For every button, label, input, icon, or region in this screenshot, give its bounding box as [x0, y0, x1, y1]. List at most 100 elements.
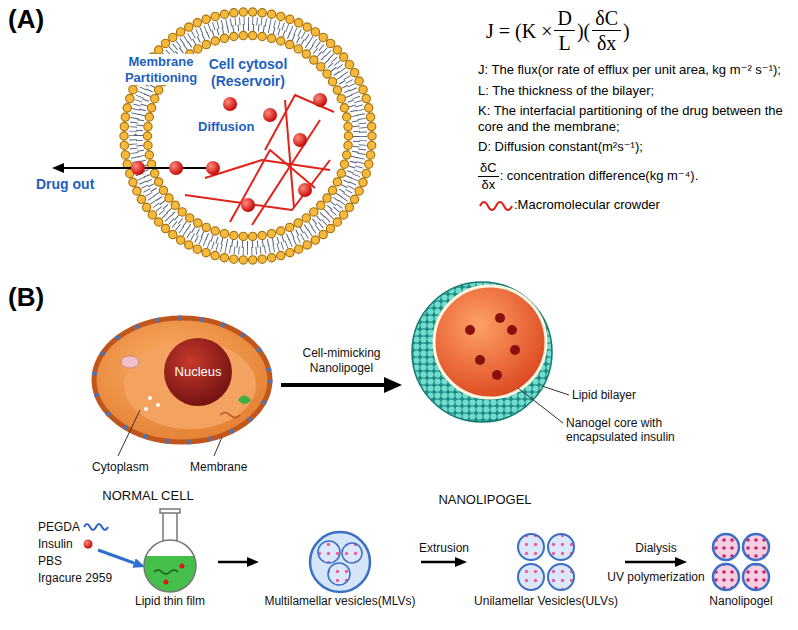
mlv-inner — [342, 543, 362, 563]
fraction-denominator: L — [556, 31, 574, 55]
legend-text: :Macromolecular crowder — [514, 197, 660, 212]
equation-slot: ) — [623, 19, 630, 43]
arrow-connector — [218, 561, 247, 564]
node-text: Lipid thin film — [125, 594, 215, 608]
insulin-sample — [84, 540, 93, 549]
drug-molecules — [131, 93, 327, 212]
organelle — [121, 356, 139, 368]
nucleus: Nucleus — [164, 338, 232, 406]
step-label: UV polymerization — [604, 570, 708, 584]
ingredient-label: Irgacure 2959 — [38, 571, 112, 585]
drug-dot — [223, 97, 237, 111]
legend-sample — [478, 199, 514, 213]
equation-term: δx — [597, 31, 616, 55]
definition-fraction: δC δx — [478, 160, 499, 192]
fraction-numerator: D — [554, 6, 574, 31]
equation-slot: )( — [577, 19, 590, 43]
ingredient-label: PBS — [38, 554, 62, 568]
definition-slot: K: The interfacial partitioning of the d… — [478, 103, 792, 134]
ingredient-label: PEGDA — [38, 520, 80, 534]
vesicle-dot — [156, 403, 160, 407]
node-text: NANOLIPOGEL — [405, 492, 565, 508]
normal-cell-illustration — [94, 318, 270, 456]
er-squiggle — [220, 413, 240, 418]
nanogel-core — [434, 286, 546, 398]
equation-slot: J = (K × — [486, 19, 552, 43]
crowder-chain — [285, 100, 294, 208]
callout-label: Nanogel core with encapsulated insulin — [566, 416, 691, 445]
insulin-dot — [510, 345, 520, 355]
insulin-dot — [495, 313, 505, 323]
equation-term: J = (K × — [486, 19, 552, 43]
pegda-sample — [84, 524, 108, 530]
leader-line — [118, 410, 140, 456]
arrow-connector — [421, 561, 455, 564]
insulin-dot — [475, 355, 485, 365]
edge-label: Extrusion — [419, 541, 469, 555]
organelle — [238, 396, 251, 405]
ulv — [518, 534, 544, 560]
crowder-chain — [205, 160, 330, 178]
insulin-dot — [180, 564, 185, 569]
ulv — [518, 564, 544, 590]
mlv-illustration — [310, 532, 370, 592]
definition-list: J: The flux(or rate of efflux per unit a… — [478, 62, 792, 219]
definition-slot: : concentration difference(kg m⁻⁴). — [500, 168, 699, 184]
drug-dot — [206, 161, 220, 175]
definition-text: K: The interfacial partitioning of the d… — [478, 103, 792, 134]
normal-cell: NORMAL CELLNucleus — [88, 312, 278, 508]
arrow-connector — [625, 561, 675, 564]
node-text: Unilamellar Vesicles(ULVs) — [470, 594, 622, 608]
legend-row: :Macromolecular crowder — [478, 197, 792, 214]
insulin-dot — [465, 325, 475, 335]
equation-fraction: D L — [554, 6, 574, 55]
crowder-chain — [185, 160, 330, 210]
lipid-film-flask: Lipid thin film — [125, 505, 215, 613]
insulin-dot — [164, 580, 169, 585]
insulin-dot — [492, 370, 502, 380]
insulin-dots — [465, 313, 520, 380]
ulv-illustration — [518, 534, 574, 590]
callout-label: Lipid bilayer — [572, 388, 636, 402]
definition-slot: J: The flux(or rate of efflux per unit a… — [478, 62, 792, 78]
mlv-vesicle: Multilamellar vesicles(MLVs) — [262, 505, 418, 613]
membrane-proteins — [94, 318, 270, 442]
flux-equation: J = (K × D L )( δC δx ) — [486, 6, 630, 55]
nucleus-sphere — [164, 338, 232, 406]
drug-dot — [241, 198, 255, 212]
definition-text: J: The flux(or rate of efflux per unit a… — [478, 62, 792, 78]
cell-body — [94, 318, 270, 442]
drug-dot — [298, 183, 312, 197]
definition-term: δC — [480, 160, 497, 176]
membrane-partitioning-label: Membrane Partitioning — [118, 54, 204, 85]
node-text: Cell cytosol (Reservoir) — [200, 56, 296, 90]
definition-slot: L: The thickness of the bilayer; — [478, 83, 792, 99]
equation-term: )( — [577, 19, 590, 43]
flask-neck — [163, 512, 177, 544]
ulv-vesicles: Unilamellar Vesicles(ULVs) — [470, 505, 622, 613]
drug-out-label: Drug out — [36, 176, 94, 193]
ulv — [548, 534, 574, 560]
polymer-squiggle — [154, 570, 178, 574]
drug-dot — [169, 161, 183, 175]
equation-term: ) — [623, 19, 630, 43]
macromolecular-crowder — [185, 95, 334, 225]
mlv-outer — [310, 532, 370, 592]
equation-fraction: δC δx — [592, 6, 621, 55]
leader-line — [542, 386, 569, 395]
node-text: Nanolipogel — [690, 594, 792, 608]
lipid-heads-outer-rim — [124, 12, 372, 260]
nanolipogel-particles: Nanolipogel — [690, 505, 792, 613]
nanolipogel-particle — [743, 534, 769, 560]
panel-label: (A) — [8, 4, 44, 35]
arrow-connector — [281, 383, 384, 387]
liposome-ground — [122, 10, 374, 262]
mlv-inner — [328, 563, 350, 585]
lipid-heads-outer — [124, 12, 372, 260]
mlv-inner — [318, 541, 340, 563]
node-text: Multilamellar vesicles(MLVs) — [262, 594, 418, 608]
nanolipogel: NANOLIPOGEL — [405, 280, 565, 512]
